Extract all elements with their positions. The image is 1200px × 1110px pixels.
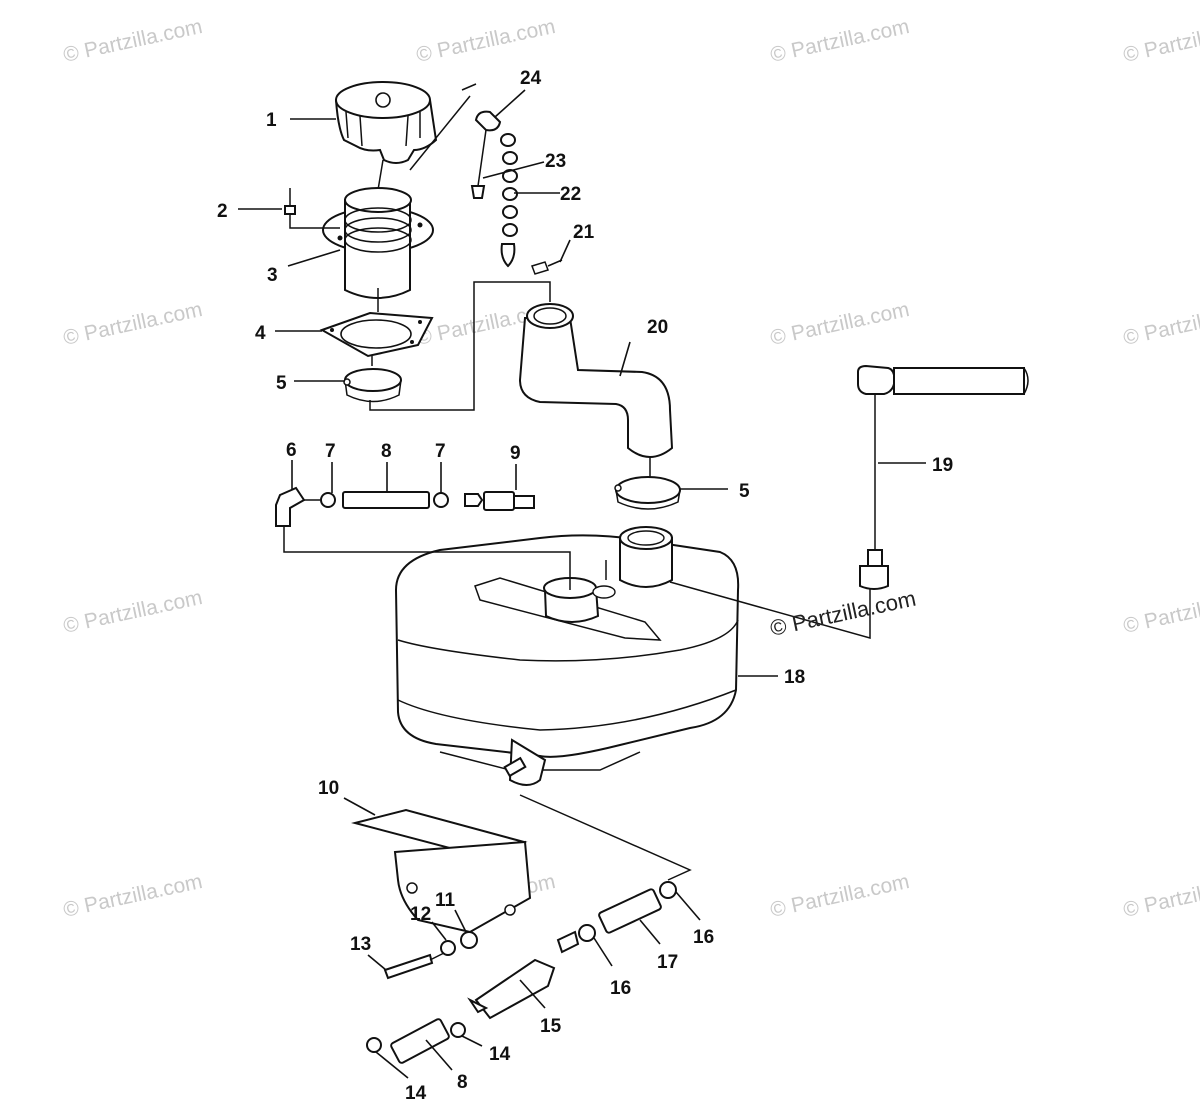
watermark: © Partzilla.com [768, 870, 911, 922]
callout-4: 4 [255, 323, 266, 344]
callout-21: 21 [573, 222, 595, 243]
callout-24: 24 [520, 68, 542, 89]
callout-5-lower: 5 [739, 481, 750, 502]
watermark: © Partzilla.com [1121, 870, 1200, 922]
callout-18: 18 [784, 667, 805, 688]
watermark: © Partzilla.com [61, 586, 204, 638]
callout-16-left: 16 [610, 978, 631, 999]
part-filler-neck[interactable] [322, 187, 434, 312]
watermark: © Partzilla.com [61, 15, 204, 67]
callout-20: 20 [647, 317, 668, 338]
watermark-layer: © Partzilla.com © Partzilla.com © Partzi… [61, 15, 1200, 922]
watermark: © Partzilla.com [768, 15, 911, 67]
part-clamp-lower[interactable] [614, 476, 681, 510]
callout-22: 22 [560, 184, 581, 205]
callout-14-left: 14 [405, 1083, 427, 1104]
callout-9: 9 [510, 443, 521, 464]
part-gasket[interactable] [319, 311, 434, 366]
callout-7-left: 7 [325, 441, 336, 462]
callout-6: 6 [286, 440, 297, 461]
callout-16-right: 16 [693, 927, 714, 948]
callout-12: 12 [410, 904, 431, 925]
watermark: © Partzilla.com [414, 15, 557, 67]
callout-17: 17 [657, 952, 678, 973]
callout-10: 10 [318, 778, 339, 799]
callout-14-right: 14 [489, 1044, 511, 1065]
part-filler-hose[interactable] [518, 303, 674, 480]
watermark: © Partzilla.com [1121, 15, 1200, 67]
callout-8-upper: 8 [381, 441, 392, 462]
part-fuel-cap[interactable] [334, 81, 438, 164]
watermark: © Partzilla.com [1121, 586, 1200, 638]
part-bracket[interactable] [351, 808, 532, 934]
callout-19: 19 [932, 455, 953, 476]
callout-layer: 1 2 3 4 5 5 6 7 7 8 8 9 10 11 12 13 14 [217, 68, 953, 1104]
watermark-main: © Partzilla.com [768, 586, 918, 641]
callout-7-right: 7 [435, 441, 446, 462]
watermark: © Partzilla.com [768, 298, 911, 350]
part-washers-bolt[interactable] [383, 931, 478, 980]
part-fuel-sender[interactable] [857, 364, 1029, 590]
callout-15: 15 [540, 1016, 562, 1037]
watermark: © Partzilla.com [61, 298, 204, 350]
part-clamp-upper[interactable] [343, 368, 402, 403]
watermark: © Partzilla.com [61, 870, 204, 922]
watermark: © Partzilla.com [1121, 298, 1200, 350]
part-screw[interactable] [284, 188, 340, 229]
part-small-screw[interactable] [531, 259, 563, 275]
part-lower-fuel-line[interactable] [366, 881, 677, 1064]
callout-1: 1 [266, 110, 277, 131]
part-tether-chain[interactable] [470, 110, 518, 268]
callout-13: 13 [350, 934, 371, 955]
callout-5-upper: 5 [276, 373, 287, 394]
callout-3: 3 [267, 265, 278, 286]
part-fuel-line-assembly[interactable] [275, 486, 535, 540]
callout-23: 23 [545, 151, 566, 172]
part-fuel-tank[interactable] [394, 526, 740, 786]
callout-2: 2 [217, 201, 228, 222]
callout-8-lower: 8 [457, 1072, 468, 1093]
callout-11: 11 [435, 890, 456, 911]
